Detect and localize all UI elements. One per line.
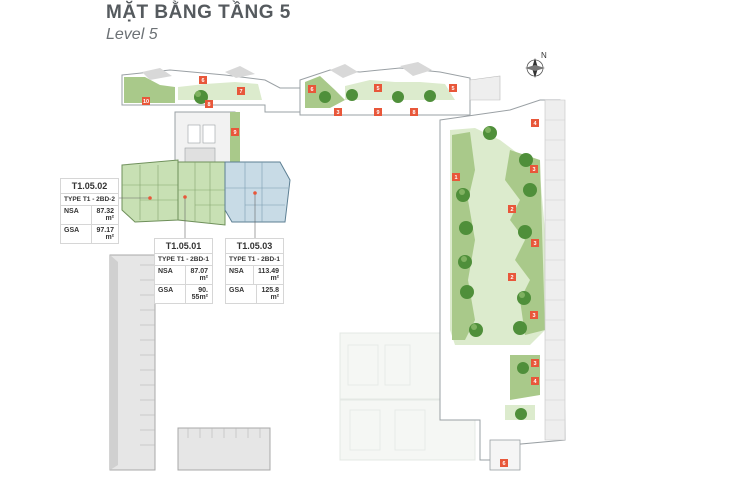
amenity-marker <box>531 239 539 247</box>
unit-t1-05-01-plan <box>177 161 226 226</box>
amenity-marker-label: 2 <box>510 207 513 213</box>
amenity-marker <box>531 119 539 127</box>
unit-type: TYPE T1 - 2BD-1 <box>226 254 283 266</box>
gsa-label: GSA <box>155 285 186 303</box>
nsa-label: NSA <box>155 266 186 284</box>
amenity-marker <box>452 173 460 181</box>
amenity-markers: 6 7 8 9 10 6 5 3 9 8 5 4 1 2 3 3 2 3 3 4 6 <box>142 76 539 467</box>
unit-t1-05-02-plan <box>121 159 179 223</box>
amenity-marker <box>508 273 516 281</box>
page-title: MẶT BẰNG TẦNG 5 <box>106 2 291 23</box>
amenity-marker <box>199 76 207 84</box>
amenity-marker <box>449 84 457 92</box>
unit-code: T1.05.03 <box>226 239 283 254</box>
amenity-marker-label: 3 <box>533 241 536 247</box>
amenity-marker <box>530 165 538 173</box>
left-building <box>109 254 156 471</box>
top-podium <box>121 62 501 116</box>
page-subtitle: Level 5 <box>106 26 158 43</box>
amenity-marker-label: 6 <box>201 78 204 84</box>
gsa-label: GSA <box>226 285 257 303</box>
unit-t1-05-03-plan <box>224 161 291 223</box>
amenity-marker-label: 4 <box>533 379 537 385</box>
right-podium <box>439 99 566 471</box>
gsa-value: 90. 55m² <box>191 287 208 301</box>
amenity-marker-label: 5 <box>376 86 379 92</box>
amenity-marker-label: 6 <box>502 461 505 467</box>
unit-code: T1.05.01 <box>155 239 212 254</box>
amenity-marker-label: 8 <box>412 110 415 116</box>
amenity-marker-label: 2 <box>510 275 513 281</box>
amenity-marker-label: 6 <box>310 87 313 93</box>
amenity-marker <box>334 108 342 116</box>
amenity-marker <box>308 85 316 93</box>
core-area <box>174 111 240 171</box>
amenity-marker-label: 3 <box>533 361 536 367</box>
amenity-marker-label: 5 <box>451 86 454 92</box>
nsa-value: 87.07 m² <box>190 268 208 282</box>
gsa-value: 125.8 m² <box>261 287 279 301</box>
amenity-marker-label: 9 <box>233 130 236 136</box>
amenity-marker-label: 10 <box>143 99 149 105</box>
nsa-value: 87.32 m² <box>96 208 114 222</box>
leader-lines <box>118 193 256 238</box>
amenity-marker <box>374 108 382 116</box>
unit-type: TYPE T1 - 2BD-1 <box>155 254 212 266</box>
amenity-marker-label: 3 <box>532 313 535 319</box>
amenity-marker-label: 3 <box>336 110 339 116</box>
amenity-marker <box>231 128 239 136</box>
amenity-marker <box>410 108 418 116</box>
amenity-marker <box>205 100 213 108</box>
amenity-marker <box>237 87 245 95</box>
amenity-marker-label: 1 <box>454 175 457 181</box>
amenity-marker <box>530 311 538 319</box>
amenity-marker-label: 8 <box>207 102 210 108</box>
unit-type: TYPE T1 - 2BD-2 <box>61 194 118 206</box>
amenity-marker <box>500 459 508 467</box>
compass-icon: N <box>525 51 547 78</box>
unit-code: T1.05.02 <box>61 179 118 194</box>
amenity-marker <box>374 84 382 92</box>
amenity-marker <box>531 377 539 385</box>
unit-card-t1-05-02: T1.05.02 TYPE T1 - 2BD-2 NSA 87.32 m² GSA… <box>60 178 119 244</box>
amenity-marker <box>142 97 150 105</box>
trees <box>194 89 537 420</box>
bottom-building <box>177 427 271 471</box>
amenity-marker <box>508 205 516 213</box>
amenity-marker-label: 7 <box>239 89 242 95</box>
amenity-marker-label: 3 <box>532 167 535 173</box>
amenity-marker <box>531 359 539 367</box>
gsa-value: 97.17 m² <box>96 227 114 241</box>
compass-label: N <box>541 51 547 60</box>
nsa-label: NSA <box>226 266 254 284</box>
unit-card-t1-05-01: T1.05.01 TYPE T1 - 2BD-1 NSA 87.07 m² GSA… <box>154 238 213 304</box>
nsa-value: 113.49 m² <box>257 268 279 282</box>
nsa-label: NSA <box>61 206 92 224</box>
gsa-label: GSA <box>61 225 92 243</box>
amenity-marker-label: 4 <box>533 121 537 127</box>
amenity-marker-label: 9 <box>376 110 379 116</box>
